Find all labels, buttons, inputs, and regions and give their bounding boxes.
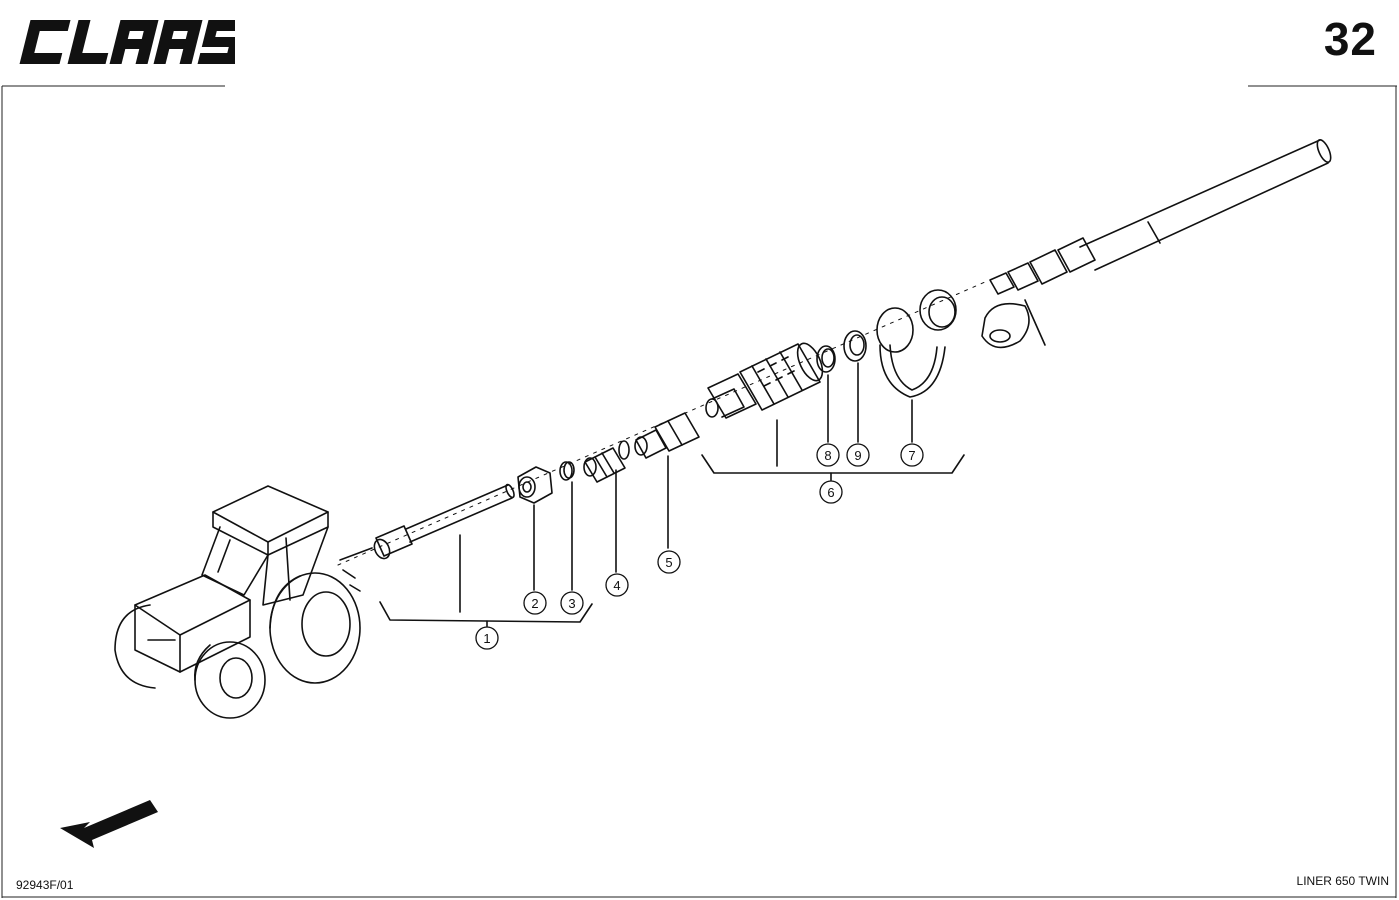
callout-label-4: 4 (613, 578, 620, 593)
arrow-left-down-icon (60, 800, 158, 848)
part-1-pipe (373, 483, 515, 560)
part-3-ring (559, 461, 575, 481)
callout-label-2: 2 (531, 596, 538, 611)
part-7-dust-cap (876, 289, 957, 398)
callout-label-8: 8 (824, 448, 831, 463)
callout-8 (816, 443, 840, 467)
callout-2 (523, 591, 547, 615)
callout-5 (657, 550, 681, 574)
callout-label-3: 3 (568, 596, 575, 611)
callout-3 (560, 591, 584, 615)
drawing-code: 92943F/01 (16, 878, 74, 892)
part-4-adapter (583, 440, 630, 483)
hydraulic-hose (981, 139, 1332, 349)
page-number: 32 (1323, 13, 1377, 65)
part-6-coupling (705, 342, 824, 419)
callout-1 (475, 626, 499, 650)
callout-label-1: 1 (483, 631, 490, 646)
callout-4 (605, 573, 629, 597)
callout-7 (900, 443, 924, 467)
callout-label-5: 5 (665, 555, 672, 570)
part-8-o-ring (816, 345, 836, 373)
part-9-seal-ring (843, 330, 867, 362)
callout-6 (819, 480, 843, 504)
part-2-nut (517, 466, 553, 504)
tractor-icon (114, 485, 373, 719)
callout-label-9: 9 (854, 448, 861, 463)
callout-label-6: 6 (827, 485, 834, 500)
callout-label-7: 7 (908, 448, 915, 463)
claas-logo (19, 20, 235, 64)
part-5-hex-adapter (634, 412, 700, 459)
model-name: LINER 650 TWIN (1296, 874, 1389, 888)
callout-9 (846, 443, 870, 467)
